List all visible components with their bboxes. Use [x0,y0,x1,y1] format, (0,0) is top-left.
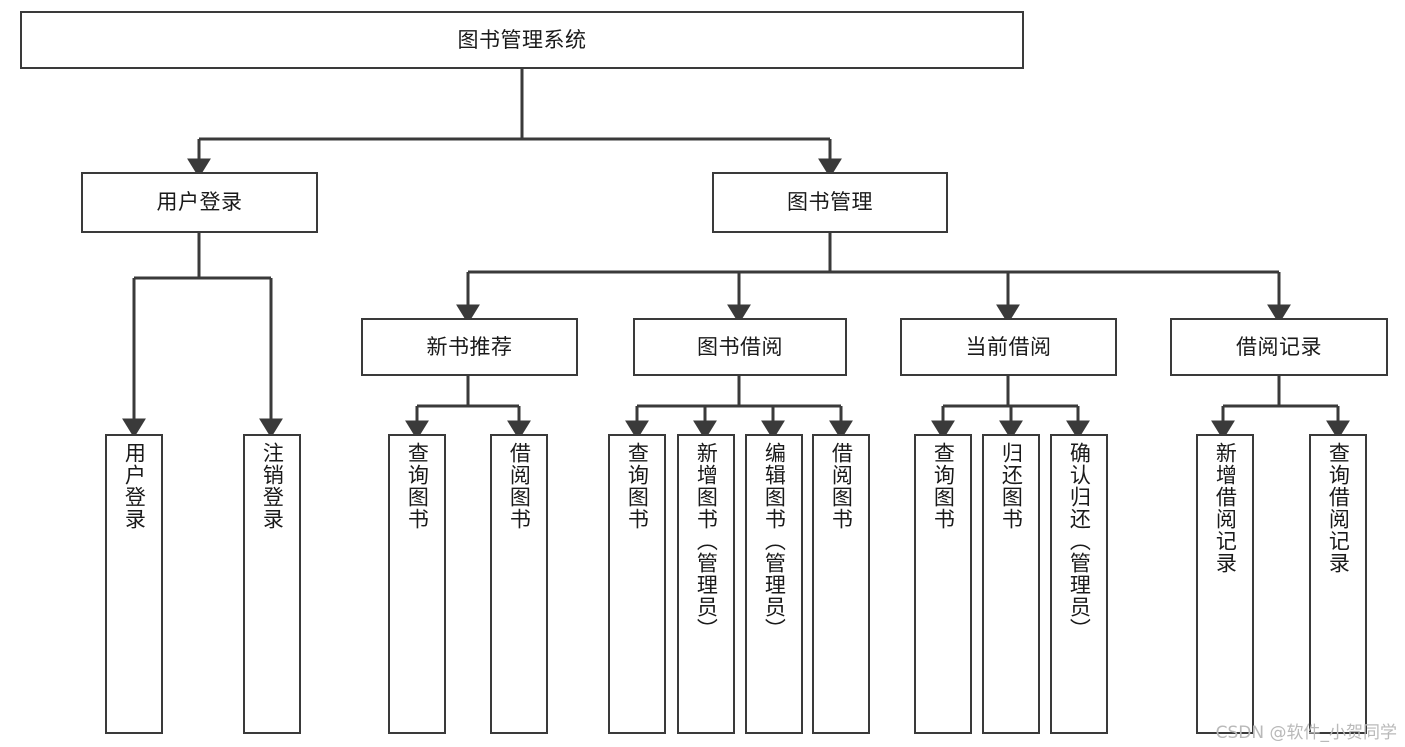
node-label: 新增图书（管理员） [694,442,719,640]
node-label: 新书推荐 [426,334,513,359]
node-label: 借阅图书 [829,442,854,530]
node-label: 当前借阅 [965,334,1052,359]
node-label: 新增借阅记录 [1213,442,1238,574]
node-root-book-management-system[interactable]: 图书管理系统 [20,11,1024,69]
node-leaf-user-login[interactable]: 用户登录 [105,434,163,734]
node-leaf-confirm-return-admin[interactable]: 确认归还（管理员） [1050,434,1108,734]
node-label: 注销登录 [260,442,285,530]
node-label: 借阅记录 [1236,334,1322,359]
node-leaf-borrow-book-recommend[interactable]: 借阅图书 [490,434,548,734]
node-label: 查询借阅记录 [1326,442,1351,574]
node-new-book-recommend[interactable]: 新书推荐 [361,318,578,376]
node-label: 确认归还（管理员） [1067,442,1092,640]
node-leaf-query-book-current[interactable]: 查询图书 [914,434,972,734]
node-leaf-borrow-book[interactable]: 借阅图书 [812,434,870,734]
node-label: 图书借阅 [697,334,783,359]
node-label: 借阅图书 [507,442,532,530]
node-leaf-user-logout[interactable]: 注销登录 [243,434,301,734]
node-label: 查询图书 [931,442,956,530]
node-leaf-query-book-borrow[interactable]: 查询图书 [608,434,666,734]
node-label: 用户登录 [156,190,243,215]
node-user-login[interactable]: 用户登录 [81,172,318,233]
node-leaf-add-borrow-record[interactable]: 新增借阅记录 [1196,434,1254,734]
node-label: 图书管理 [787,190,873,215]
node-leaf-return-book[interactable]: 归还图书 [982,434,1040,734]
node-leaf-query-borrow-record[interactable]: 查询借阅记录 [1309,434,1367,734]
node-leaf-query-book-recommend[interactable]: 查询图书 [388,434,446,734]
node-leaf-add-book-admin[interactable]: 新增图书（管理员） [677,434,735,734]
node-book-management[interactable]: 图书管理 [712,172,948,233]
node-label: 图书管理系统 [457,27,587,52]
node-label: 查询图书 [405,442,430,530]
node-label: 用户登录 [122,442,147,530]
node-current-borrow[interactable]: 当前借阅 [900,318,1117,376]
csdn-watermark: CSDN @软件_小贺同学 [1215,723,1397,743]
node-borrow-record[interactable]: 借阅记录 [1170,318,1388,376]
node-leaf-edit-book-admin[interactable]: 编辑图书（管理员） [745,434,803,734]
node-book-borrow[interactable]: 图书借阅 [633,318,847,376]
node-label: 查询图书 [625,442,650,530]
node-label: 归还图书 [999,442,1024,530]
node-label: 编辑图书（管理员） [762,442,787,640]
